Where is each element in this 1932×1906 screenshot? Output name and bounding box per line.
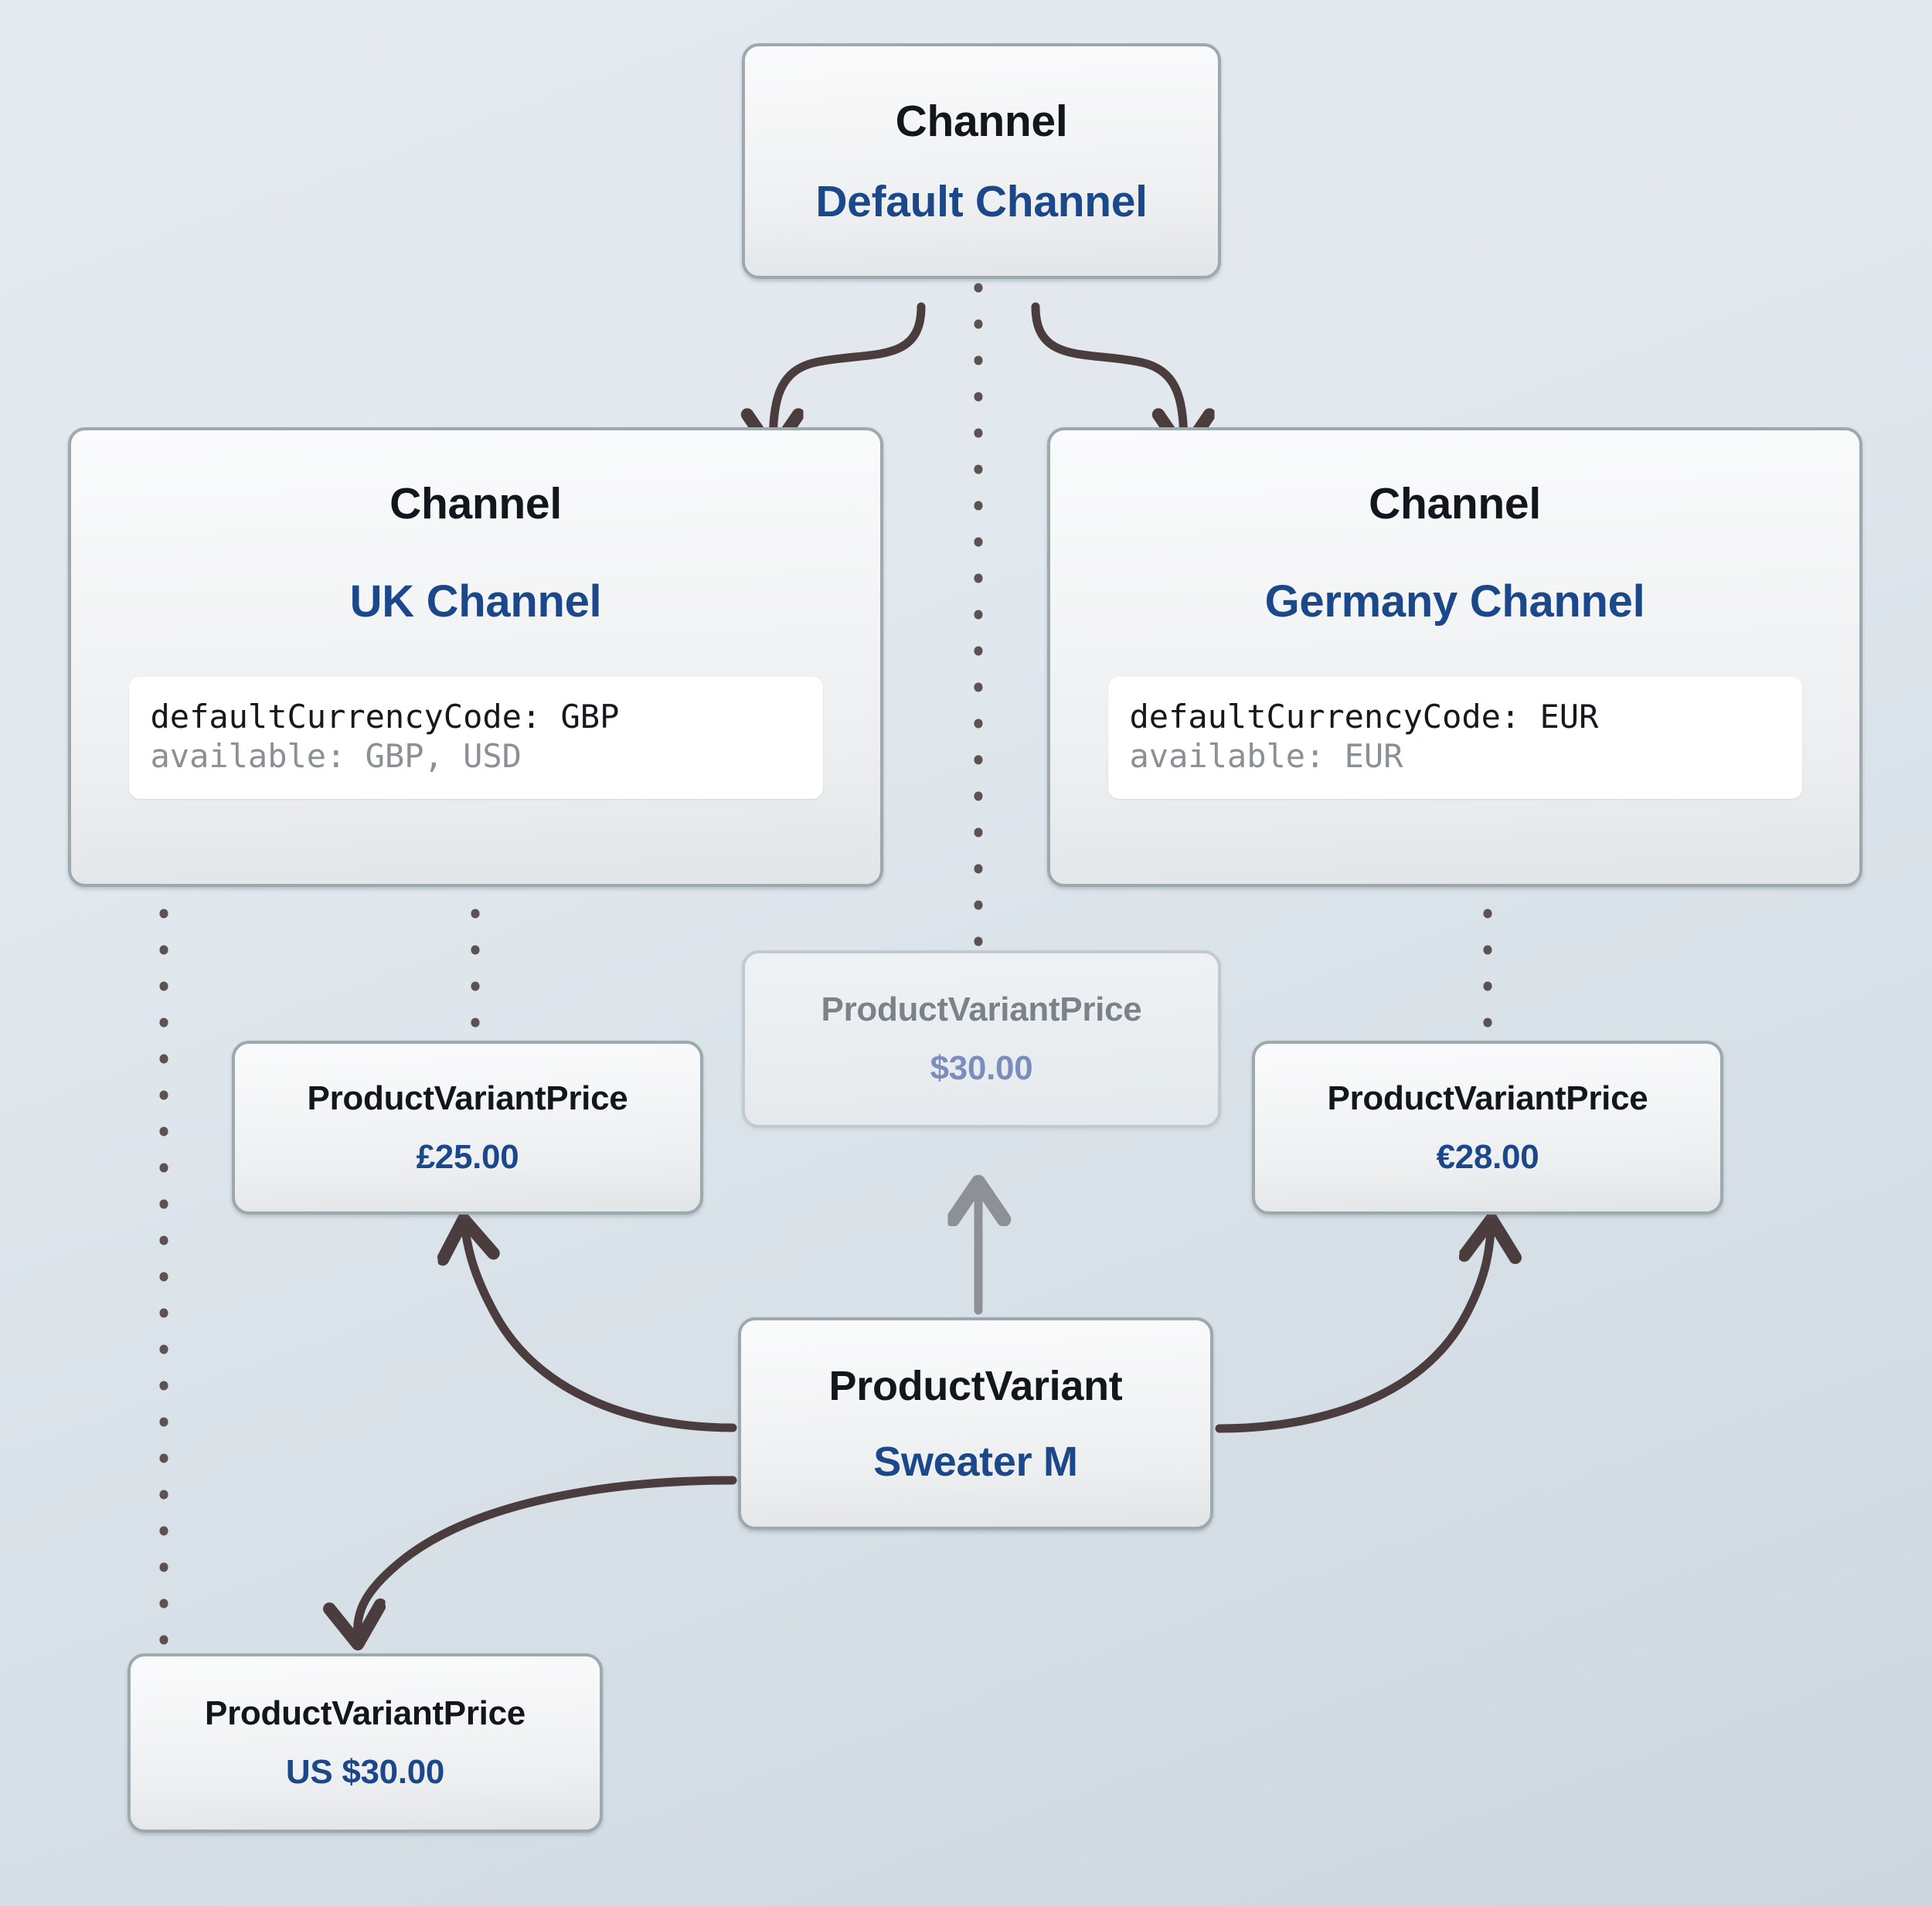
- node-uk-channel[interactable]: Channel UK Channel defaultCurrencyCode: …: [68, 427, 883, 887]
- node-value-label: €28.00: [1436, 1137, 1539, 1176]
- node-price-usd-default-inactive[interactable]: ProductVariantPrice $30.00: [742, 950, 1221, 1128]
- node-value-label: Germany Channel: [1264, 576, 1645, 627]
- channel-properties-box: defaultCurrencyCode: GBP available: GBP,…: [128, 677, 823, 800]
- node-germany-channel[interactable]: Channel Germany Channel defaultCurrencyC…: [1047, 427, 1862, 887]
- node-product-variant[interactable]: ProductVariant Sweater M: [738, 1317, 1213, 1530]
- node-value-label: US $30.00: [285, 1753, 445, 1791]
- node-value-label: $30.00: [930, 1049, 1033, 1087]
- node-type-label: Channel: [389, 479, 562, 528]
- node-type-label: ProductVariantPrice: [1327, 1079, 1648, 1117]
- prop-default-currency-code: defaultCurrencyCode: GBP: [150, 698, 620, 736]
- edge-variant-to-gbp: [464, 1219, 737, 1432]
- node-value-label: Default Channel: [815, 176, 1148, 226]
- node-value-label: UK Channel: [349, 576, 602, 627]
- node-value-label: £25.00: [416, 1137, 519, 1176]
- prop-available-currencies: available: GBP, USD: [150, 737, 522, 776]
- edge-variant-to-eur: [1215, 1219, 1492, 1433]
- node-type-label: ProductVariantPrice: [205, 1694, 526, 1732]
- node-value-label: Sweater M: [873, 1438, 1078, 1485]
- prop-available-currencies: available: EUR: [1129, 737, 1403, 776]
- node-price-usd[interactable]: ProductVariantPrice US $30.00: [128, 1653, 603, 1833]
- edge-variant-to-usd: [357, 1476, 737, 1644]
- node-type-label: ProductVariantPrice: [307, 1079, 628, 1117]
- node-type-label: ProductVariant: [828, 1362, 1123, 1409]
- node-type-label: Channel: [1369, 479, 1541, 528]
- node-type-label: ProductVariantPrice: [821, 990, 1142, 1028]
- node-default-channel[interactable]: Channel Default Channel: [742, 43, 1221, 279]
- channel-properties-box: defaultCurrencyCode: EUR available: EUR: [1107, 677, 1802, 800]
- node-type-label: Channel: [895, 96, 1068, 146]
- node-price-eur[interactable]: ProductVariantPrice €28.00: [1252, 1041, 1723, 1215]
- node-price-gbp[interactable]: ProductVariantPrice £25.00: [232, 1041, 703, 1215]
- prop-default-currency-code: defaultCurrencyCode: EUR: [1129, 698, 1599, 736]
